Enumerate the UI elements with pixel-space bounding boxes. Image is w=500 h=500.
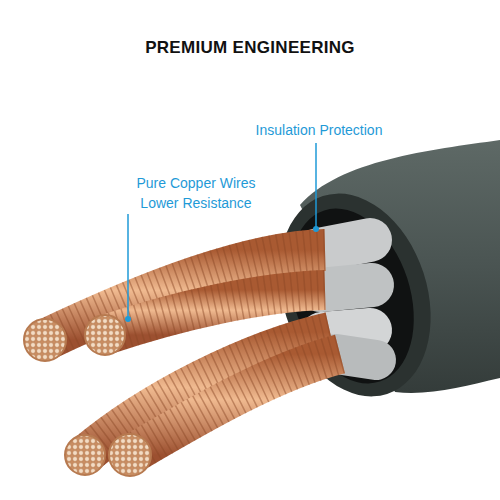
copper-wire xyxy=(105,290,325,335)
wire-sleeve xyxy=(318,240,370,250)
wire-sleeve xyxy=(336,354,376,360)
copper-wire xyxy=(130,354,340,455)
strand-end xyxy=(85,315,125,355)
callout-label: Pure Copper Wires Lower Resistance xyxy=(131,173,261,213)
strand-end xyxy=(65,435,105,475)
title-text: PREMIUM ENGINEERING xyxy=(0,38,500,58)
leader-line xyxy=(315,143,317,228)
strand-end xyxy=(109,434,151,476)
strand-end xyxy=(24,319,66,361)
leader-dot xyxy=(313,226,319,232)
copper-twist xyxy=(105,290,325,335)
callout-label: Insulation Protection xyxy=(246,120,392,140)
leader-dot xyxy=(125,316,131,322)
copper-twist xyxy=(130,354,340,455)
leader-line xyxy=(127,214,129,318)
wire-sleeve xyxy=(320,285,372,290)
